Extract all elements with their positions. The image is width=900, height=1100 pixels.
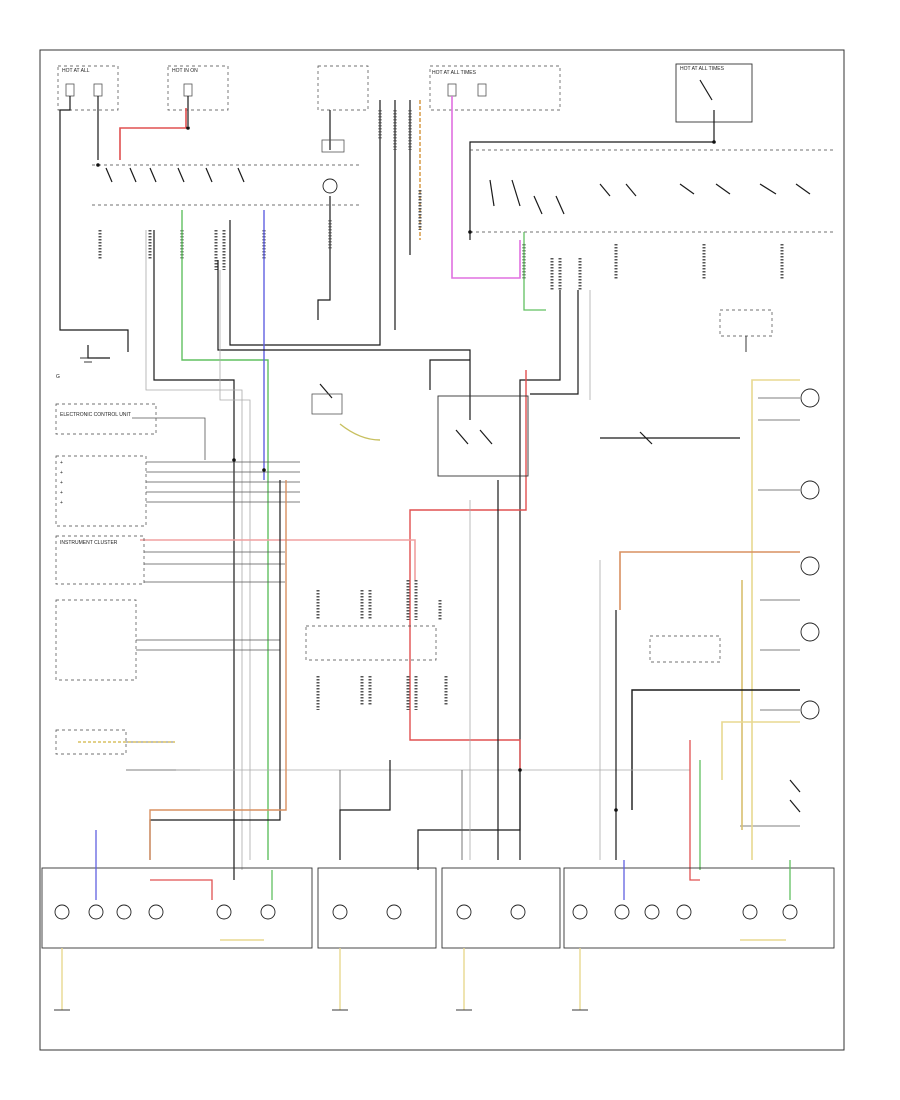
bottom-feed-wires bbox=[149, 480, 691, 860]
svg-text:G: G bbox=[56, 374, 60, 380]
middle-trunk-wires bbox=[145, 230, 591, 880]
switch-connectors bbox=[98, 110, 422, 270]
svg-text:+: + bbox=[60, 480, 63, 486]
right-lamps bbox=[600, 309, 820, 827]
svg-text:INSTRUMENT CLUSTER: INSTRUMENT CLUSTER bbox=[60, 540, 118, 546]
orange-wire-right bbox=[619, 551, 800, 610]
top-feed-wires bbox=[59, 96, 715, 352]
yellow-wire-right bbox=[751, 379, 800, 860]
bottom-grounds bbox=[54, 948, 588, 1011]
magenta-wire-top bbox=[451, 96, 521, 279]
junction-dots bbox=[96, 126, 716, 812]
hazard-flasher-module bbox=[311, 383, 529, 477]
red-wire-center bbox=[409, 370, 527, 770]
ground-symbol-top-left: G bbox=[56, 345, 110, 380]
green-wire-switch bbox=[181, 210, 269, 860]
red-wire-top bbox=[119, 108, 187, 160]
svg-text:+: + bbox=[60, 500, 63, 506]
svg-text:ELECTRONIC CONTROL UNIT: ELECTRONIC CONTROL UNIT bbox=[60, 412, 131, 418]
left-tail-light-assembly bbox=[41, 830, 313, 949]
green-wire-right bbox=[523, 232, 546, 311]
left-backup-light-assembly bbox=[317, 867, 437, 949]
right-switch-bus bbox=[470, 149, 835, 290]
left-module-column: ELECTRONIC CONTROL UNIT + + + + + INSTRU… bbox=[55, 403, 300, 771]
headlight-switch-grid bbox=[92, 139, 360, 320]
yellow-wire-right-3 bbox=[721, 721, 800, 780]
orange-wire-bottom bbox=[149, 480, 287, 860]
svg-text:HOT IN ON: HOT IN ON bbox=[172, 68, 198, 74]
pink-wire-horizontal bbox=[140, 539, 416, 580]
middle-relay-block bbox=[305, 580, 448, 710]
right-backup-light-assembly bbox=[441, 867, 561, 949]
black-wire-right bbox=[631, 689, 800, 810]
fuse-block-left: HOT AT ALL HOT IN ON bbox=[57, 65, 229, 111]
svg-text:+: + bbox=[60, 460, 63, 466]
svg-text:HOT AT ALL: HOT AT ALL bbox=[62, 68, 90, 74]
svg-text:+: + bbox=[60, 470, 63, 476]
svg-text:HOT AT ALL TIMES: HOT AT ALL TIMES bbox=[680, 66, 725, 72]
center-fuse-group: HOT AT ALL TIMES bbox=[317, 65, 561, 111]
diagram-border bbox=[39, 49, 845, 1051]
right-tail-light-assembly bbox=[563, 860, 835, 949]
svg-text:HOT AT ALL TIMES: HOT AT ALL TIMES bbox=[432, 70, 477, 76]
red-wire-right-bottom bbox=[689, 740, 700, 881]
svg-text:+: + bbox=[60, 490, 63, 496]
